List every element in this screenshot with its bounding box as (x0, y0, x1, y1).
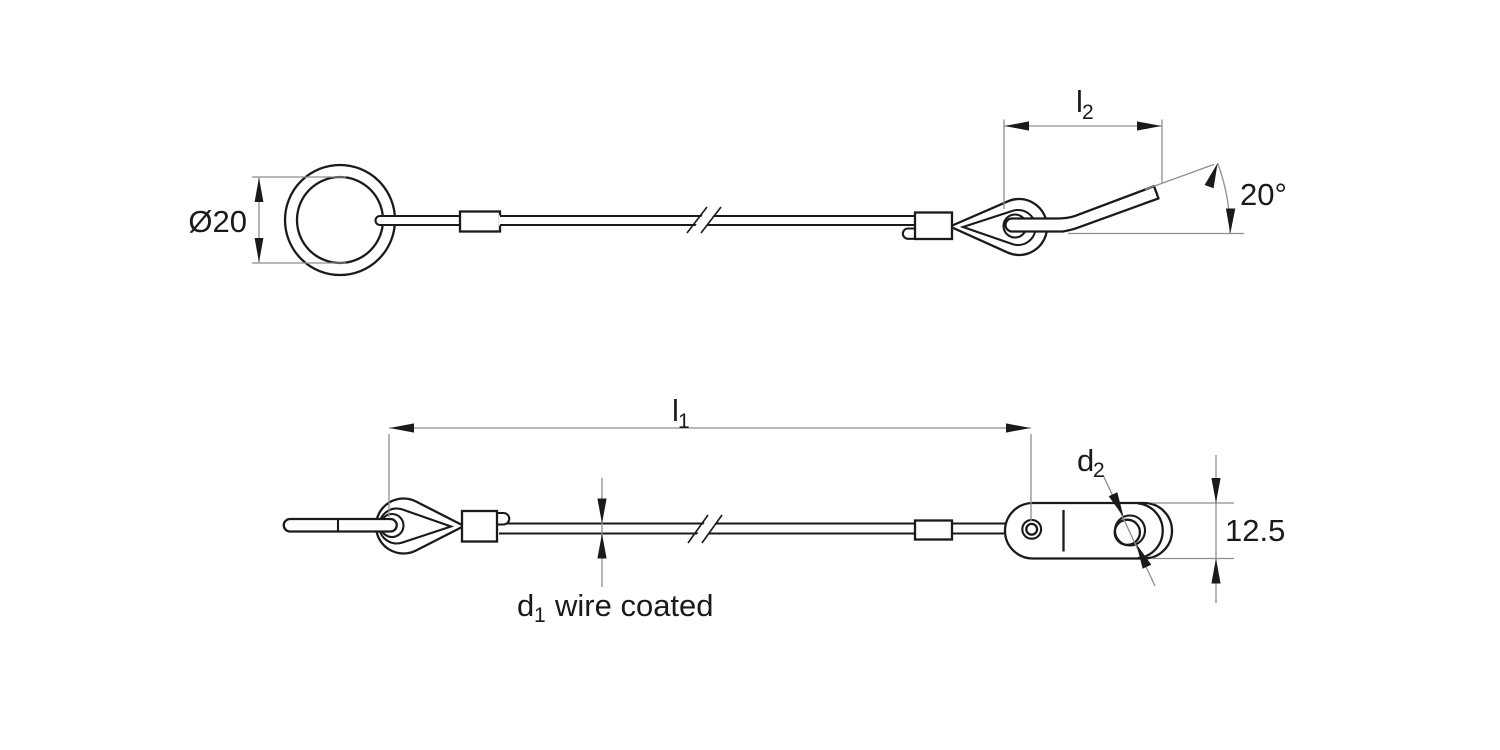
ring-inner (295, 175, 385, 265)
arrowhead-up (1211, 558, 1221, 584)
arrowhead-down (1211, 478, 1221, 503)
dim-l2: l 2 (1003, 84, 1163, 209)
tab-rolled-edge (1137, 502, 1164, 560)
arrowhead-right (1137, 121, 1162, 131)
arrowhead-lower (1136, 544, 1152, 569)
arrowhead-up (597, 533, 607, 559)
cable-body-fill (497, 522, 1027, 535)
d2-label-sub: 2 (1093, 459, 1105, 482)
dim-d2: d 2 (1077, 443, 1156, 587)
tab-cable-eyelet-outer (1021, 518, 1043, 540)
ferrule-thimble-side (913, 211, 954, 241)
d1-label: d (517, 588, 534, 623)
ring-diameter-label: Ø20 (188, 204, 247, 239)
straight-pin (282, 517, 398, 533)
cable-break-gap (689, 205, 720, 236)
ferrule-thimble-side (460, 509, 499, 543)
arrowhead-left (1004, 121, 1029, 131)
cable-tail-stub (901, 227, 915, 240)
ferrule-tab-side (913, 519, 954, 541)
arrowhead-arc-bottom (1225, 208, 1236, 234)
dim-l1: l 1 (388, 393, 1032, 521)
arrowhead-upper (1108, 492, 1124, 517)
tab-cable-eyelet-inner (1025, 522, 1039, 536)
d1-note-label: wire coated (554, 588, 714, 623)
ring-extension-lines (252, 176, 346, 264)
cable-break-icon (687, 514, 723, 544)
l1-label: l (672, 393, 679, 428)
arrowhead-left (389, 423, 414, 433)
cable-end-segment (374, 214, 462, 227)
d2-leader-line (1102, 474, 1156, 587)
l2-label: l (1076, 84, 1083, 119)
tab-extension-lines (1152, 502, 1234, 560)
l2-extension-lines (1003, 119, 1163, 209)
angle-arc (1216, 162, 1231, 234)
cable-tail-stub (497, 511, 511, 526)
dim-ring-diameter: Ø20 (188, 176, 346, 264)
l1-extension-lines (388, 434, 1032, 521)
arrowhead-down (254, 238, 264, 263)
d2-label: d (1077, 443, 1094, 478)
angle-label: 20° (1240, 177, 1287, 212)
bent-pin (1004, 185, 1160, 233)
top-view (283, 163, 1160, 277)
arrowhead-right (1006, 423, 1031, 433)
l1-label-sub: 1 (678, 410, 690, 433)
tab-height-label: 12.5 (1225, 513, 1285, 548)
arrowhead-up (254, 177, 264, 202)
dim-d1: d 1 wire coated (517, 478, 714, 627)
tab-hole-inner (1113, 518, 1142, 547)
d1-label-sub: 1 (534, 604, 546, 627)
ferrule-ring-side (458, 210, 502, 233)
cable-break-gap (690, 514, 721, 546)
arrowhead-down (597, 498, 607, 524)
cable-break-icon (686, 206, 722, 234)
arrowhead-arc-top (1204, 163, 1218, 189)
angle-reference-line (1144, 163, 1215, 191)
l2-label-sub: 2 (1082, 101, 1094, 124)
dim-tab-height: 12.5 (1152, 455, 1285, 603)
dim-angle-20: 20° (1068, 162, 1287, 235)
bottom-view (282, 497, 1174, 560)
